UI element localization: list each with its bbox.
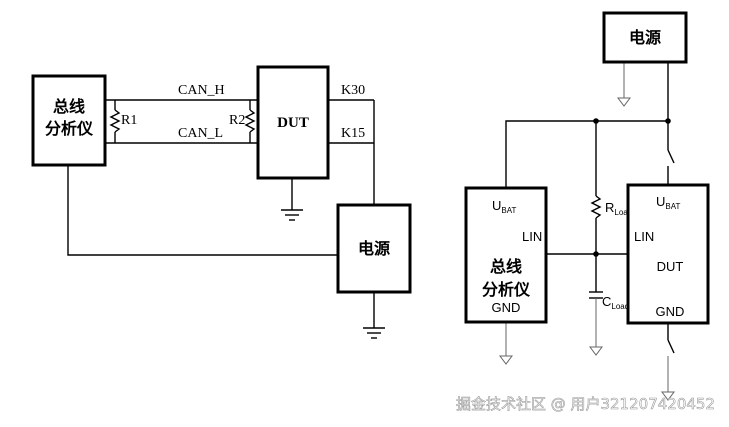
bus-analyzer-label-right-line2: 分析仪 [482, 280, 531, 299]
dut-lin-label: LIN [634, 229, 654, 244]
analyzer-ground-icon [499, 355, 513, 365]
watermark: 掘金技术社区 @ 用户321207420452 [456, 395, 715, 413]
power-supply-label: 电源 [358, 239, 390, 258]
right-lin-circuit: 电源 UBAT LIN 总线 分析仪 GND RLoad CLoad UBAT … [464, 11, 710, 401]
ubat-supply-wire [505, 120, 668, 188]
dut-label-right: DUT [657, 259, 684, 274]
analyzer-lin-label: LIN [522, 229, 542, 244]
rload-resistor [590, 195, 602, 219]
power-ground-icon [363, 327, 385, 339]
resistor-r2 [244, 100, 256, 143]
dut-label: DUT [277, 115, 309, 131]
gnd-switch-icon [667, 339, 675, 392]
cload-capacitor [589, 291, 603, 299]
k30-label: K30 [341, 83, 365, 98]
dut-box [256, 65, 330, 180]
rload-label: RLoad [605, 200, 632, 217]
cload-label: CLoad [602, 294, 629, 311]
dut-ubat-label: UBAT [656, 194, 680, 211]
ubat-switch-icon [667, 149, 675, 185]
resistor-r1 [109, 100, 121, 143]
power-supply-box-right [602, 11, 688, 64]
dut-ground-icon [281, 209, 303, 221]
bus-analyzer-box [31, 74, 107, 167]
analyzer-ubat-label: UBAT [492, 198, 516, 215]
dut-box-right [626, 183, 710, 325]
cload-ground-icon [589, 346, 603, 356]
power-ground-icon-right [617, 97, 631, 107]
ground-return-wire [67, 165, 338, 256]
junction-dot [665, 118, 671, 124]
junction-dot [593, 251, 599, 257]
dut-gnd-label: GND [656, 304, 685, 319]
can-l-label: CAN_L [178, 126, 223, 141]
k15-label: K15 [341, 126, 365, 141]
junction-dot [593, 118, 599, 124]
left-can-circuit: R1 R2 CAN_H CAN_L K30 K15 [31, 65, 412, 339]
bus-analyzer-label-right-line1: 总线 [490, 257, 522, 276]
power-supply-label-right: 电源 [629, 28, 661, 47]
r2-label: R2 [229, 113, 245, 128]
r1-label: R1 [121, 113, 137, 128]
bus-analyzer-label-line1: 总线 [53, 97, 85, 116]
can-h-label: CAN_H [178, 83, 225, 98]
bus-analyzer-box-right [464, 186, 548, 324]
dut-ground-icon-right [661, 391, 675, 401]
bus-analyzer-label-line2: 分析仪 [45, 119, 94, 138]
power-supply-box [336, 203, 412, 294]
analyzer-gnd-label: GND [492, 300, 521, 315]
